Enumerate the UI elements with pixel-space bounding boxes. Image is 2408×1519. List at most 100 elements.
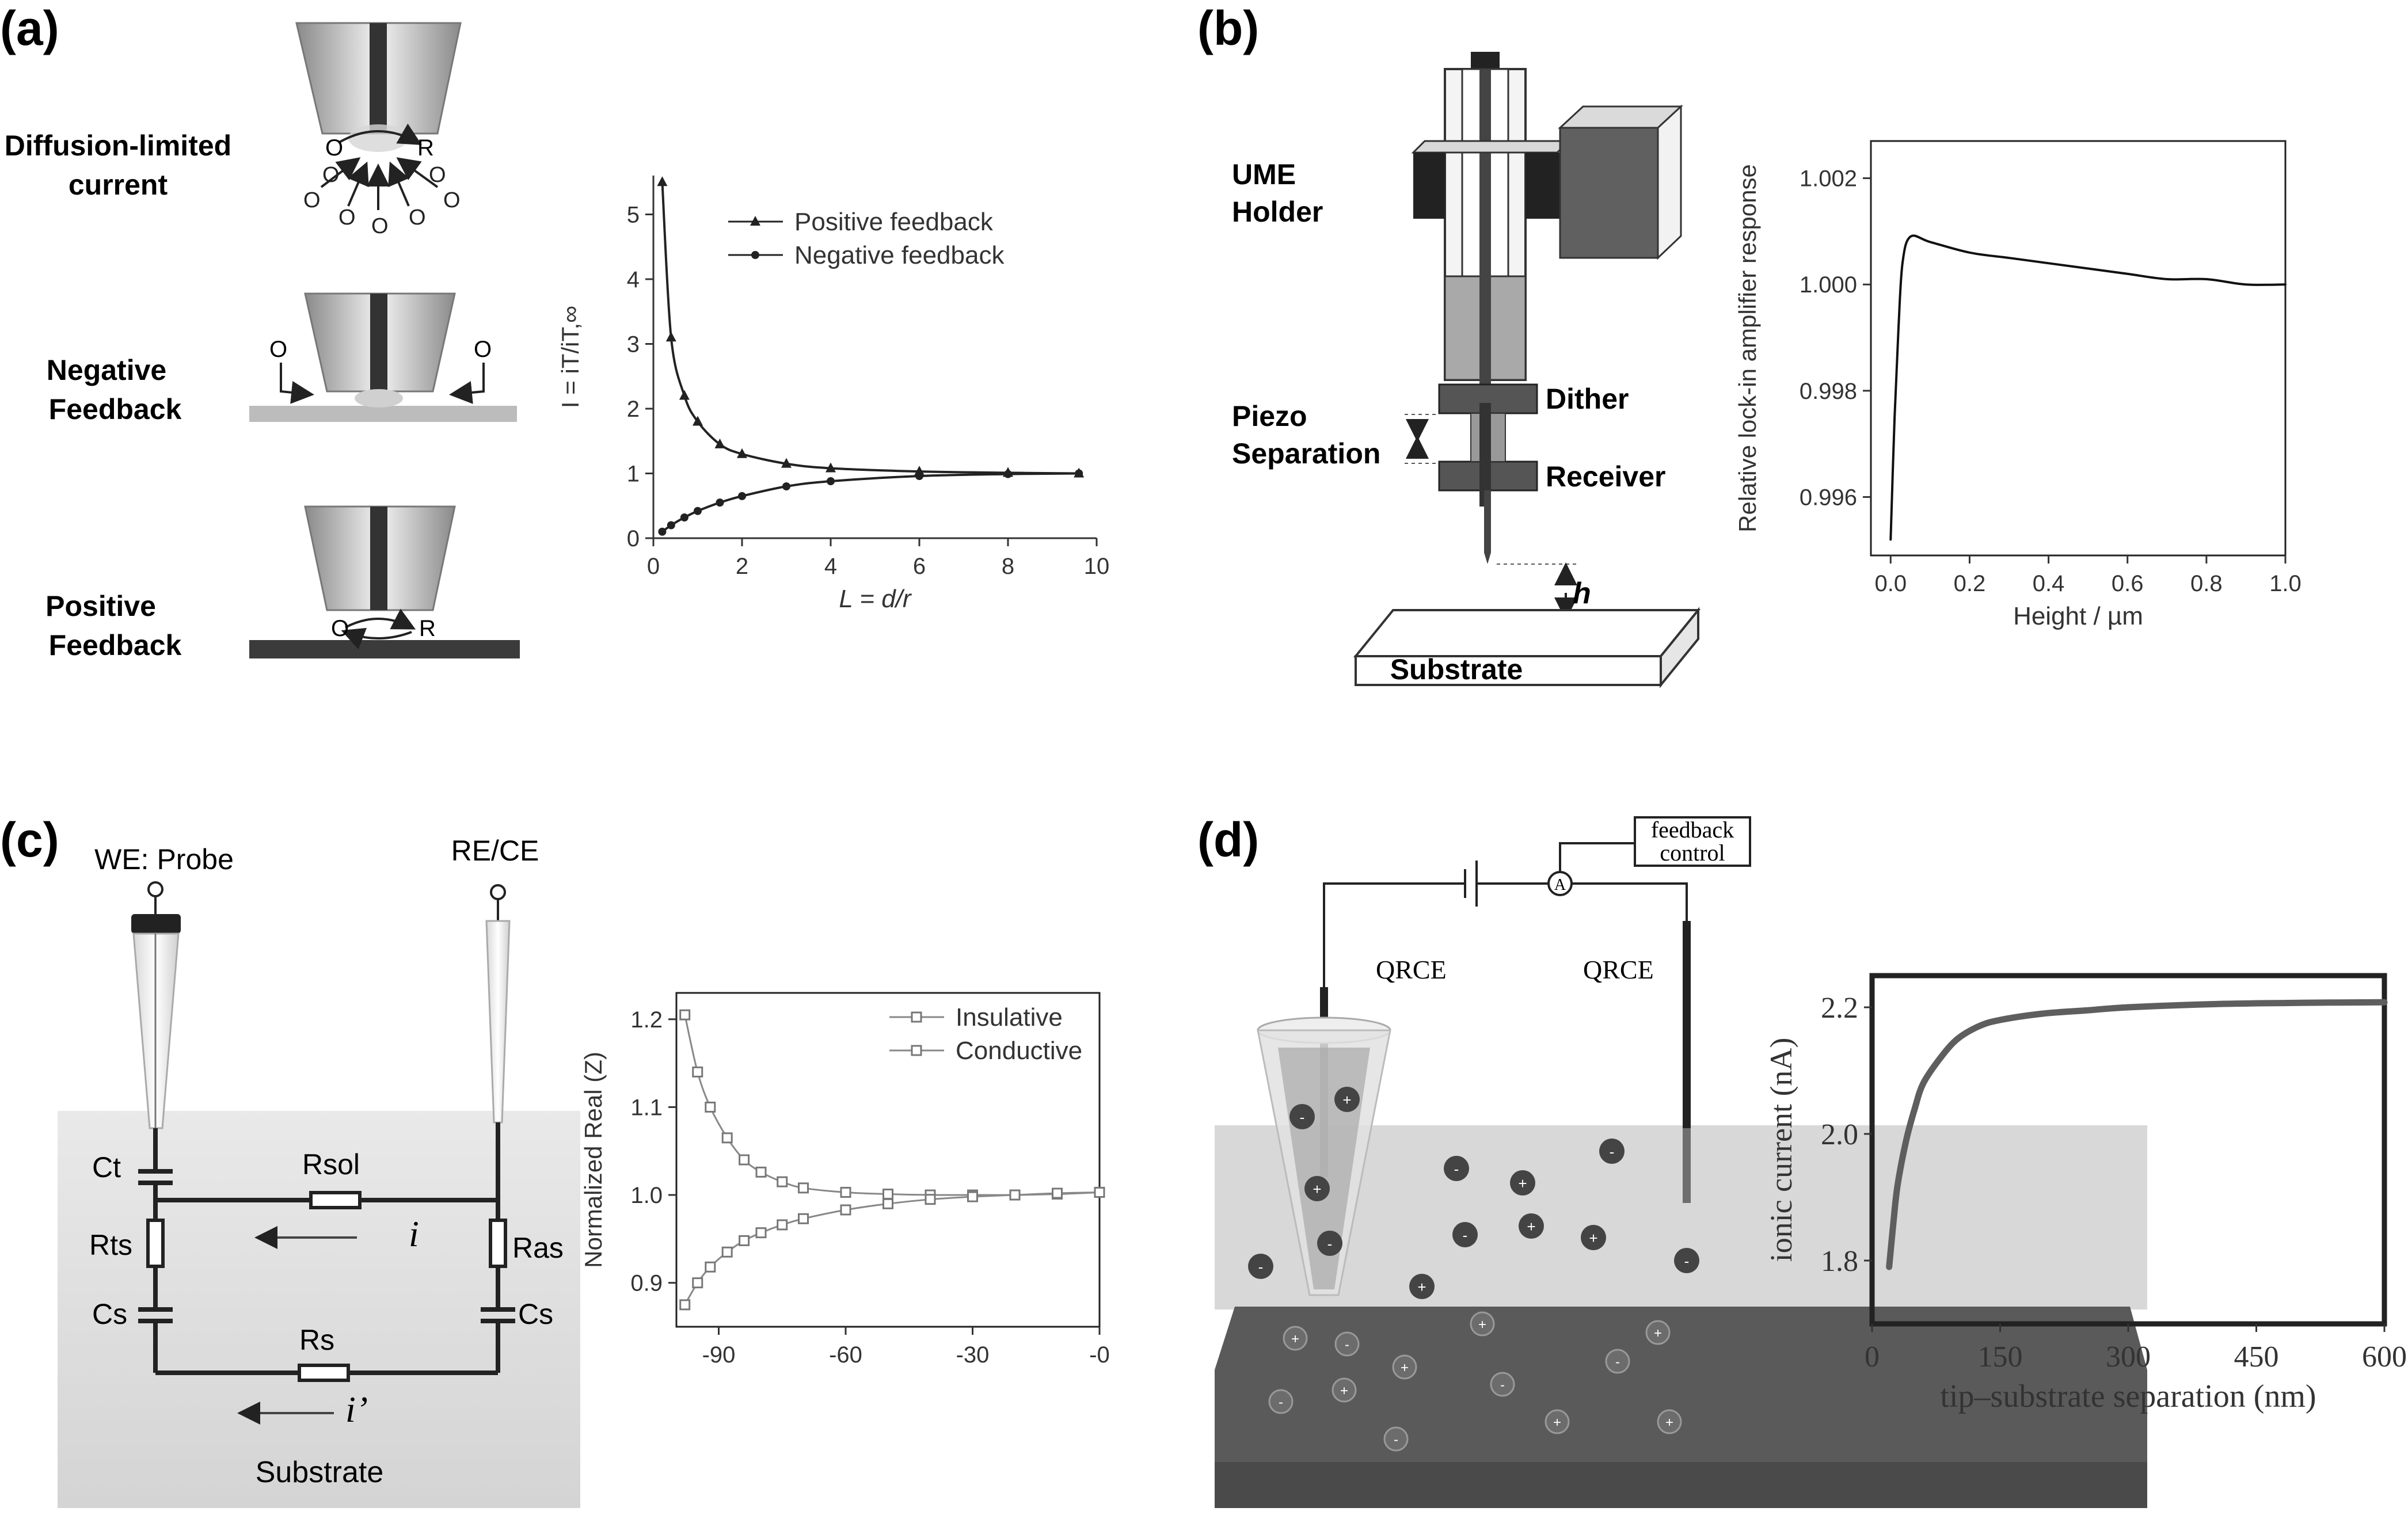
svg-text:-: - (1610, 1143, 1615, 1160)
legend-label: Insulative (956, 1003, 1063, 1031)
data-point (705, 1261, 716, 1273)
y-tick-label: 2.2 (1821, 992, 1858, 1025)
y-tick-label: 0.996 (1800, 485, 1857, 510)
svg-text:-: - (1615, 1354, 1620, 1370)
data-point (721, 1246, 733, 1258)
legend-marker (911, 1011, 922, 1023)
y-tick-label: 1 (627, 462, 640, 487)
data-point (781, 458, 792, 468)
series-conductive (679, 1186, 1105, 1311)
svg-text:+: + (1417, 1278, 1426, 1296)
series-line (661, 472, 1081, 533)
data-point (798, 1182, 809, 1194)
svg-text:+: + (1342, 1091, 1351, 1109)
svg-text:+: + (1589, 1229, 1597, 1247)
svg-text:-: - (1300, 1109, 1305, 1126)
label-h: h (1573, 577, 1591, 610)
legend-marker (750, 216, 760, 226)
svg-text:+: + (1401, 1360, 1409, 1376)
label-positive-2: Feedback (49, 629, 182, 661)
label-substrate-b: Substrate (1390, 653, 1523, 686)
series-line (661, 181, 1081, 475)
data-point (716, 498, 724, 507)
panel-d-schematic: A feedback control QRCE QRCE - + + - - -… (1215, 816, 2147, 1508)
x-tick-label: -30 (956, 1342, 990, 1368)
feedback-box (1634, 816, 1751, 867)
data-point (721, 1132, 733, 1144)
label-positive-1: Positive (45, 590, 156, 622)
data-point (1004, 470, 1012, 478)
label-current-i: i (409, 1213, 419, 1254)
label-rs: Rs (299, 1324, 334, 1356)
y-tick-label: 0 (627, 526, 640, 551)
svg-text:+: + (1313, 1181, 1321, 1198)
ammeter-icon (1547, 871, 1573, 896)
label-rts: Rts (89, 1229, 132, 1261)
x-tick-label: 6 (913, 554, 926, 579)
data-point (777, 1176, 788, 1187)
svg-text:-: - (1684, 1252, 1690, 1270)
x-axis-label: tip–substrate separation (nm) (1940, 1379, 2316, 1414)
y-axis-label: ionic current (nA) (1764, 1038, 1798, 1262)
x-tick-label: 0.8 (2190, 571, 2223, 596)
panel-label-d: (d) (1197, 813, 1259, 867)
svg-text:O: O (269, 337, 287, 362)
x-tick-label: -0 (1089, 1342, 1110, 1368)
panel-b-schematic: UME Holder Piezo Separation Dither Recei… (1232, 52, 1701, 688)
data-point (714, 438, 725, 448)
plot-frame (1870, 140, 2287, 557)
svg-text:+: + (1518, 1175, 1527, 1192)
y-tick-label: 0.998 (1800, 379, 1857, 404)
species-r: R (417, 135, 434, 161)
svg-text:-: - (1345, 1337, 1349, 1353)
legend-label: Conductive (956, 1037, 1082, 1065)
svg-text:-: - (1258, 1258, 1264, 1276)
label-we-probe: WE: Probe (94, 843, 234, 875)
y-tick-label: 1.8 (1821, 1245, 1858, 1278)
data-point (692, 1277, 703, 1289)
svg-text:+: + (1291, 1331, 1299, 1347)
data-point (693, 416, 703, 426)
data-point (882, 1189, 893, 1200)
y-tick-label: 3 (627, 332, 640, 357)
label-feedback-1: feedback (1651, 817, 1734, 843)
data-point (798, 1213, 809, 1224)
series-0 (1889, 234, 2287, 541)
svg-text:+: + (1478, 1317, 1486, 1333)
y-tick-label: 0.9 (630, 1271, 663, 1296)
label-piezo: Piezo (1232, 400, 1307, 432)
label-rsol: Rsol (302, 1148, 360, 1181)
y-axis-label: Normalized Real (Z) (580, 1052, 607, 1268)
label-feedback-2: control (1660, 840, 1725, 866)
label-separation: Separation (1232, 437, 1380, 470)
x-tick-label: 450 (2234, 1341, 2279, 1373)
ume-tip-positive: O R (249, 505, 520, 658)
series-line (684, 1191, 1101, 1306)
legend-marker (911, 1045, 922, 1056)
data-point (755, 1166, 767, 1178)
svg-text:-: - (1279, 1395, 1283, 1410)
svg-text:O: O (443, 188, 461, 212)
label-ras: Ras (512, 1232, 564, 1264)
species-o: O (325, 135, 343, 161)
label-re-ce: RE/CE (451, 835, 539, 867)
svg-text:-: - (1394, 1432, 1398, 1448)
data-point (667, 521, 675, 530)
x-tick-label: 1.0 (2269, 571, 2302, 596)
label-receiver: Receiver (1546, 460, 1666, 493)
x-tick-label: -60 (829, 1342, 862, 1368)
x-tick-label: 8 (1002, 554, 1014, 579)
y-tick-label: 1.000 (1800, 272, 1857, 298)
svg-text:+: + (1553, 1415, 1561, 1430)
data-point (739, 1154, 750, 1166)
x-tick-label: 150 (1978, 1341, 2023, 1373)
insulating-substrate (249, 406, 517, 422)
label-dither: Dither (1546, 383, 1629, 415)
svg-text:O: O (303, 188, 321, 212)
x-tick-label: -90 (702, 1342, 736, 1368)
svg-text:+: + (1340, 1383, 1348, 1399)
x-tick-label: 600 (2362, 1341, 2407, 1373)
